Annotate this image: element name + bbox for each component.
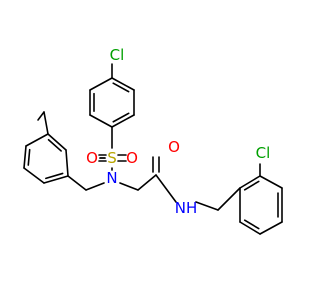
bond-3 xyxy=(89,114,113,128)
bond-2 xyxy=(111,114,135,128)
sulfur-atom: S xyxy=(107,149,117,167)
bond-41 xyxy=(239,221,261,235)
bond-28 xyxy=(47,138,62,152)
sulfonyl-oxygen-left: O xyxy=(86,149,98,167)
atom-label-layer: Cl S O O N O NH Cl xyxy=(86,46,270,217)
bond-32 xyxy=(137,174,157,191)
bond-26 xyxy=(45,172,64,180)
carbonyl-oxygen: O xyxy=(168,138,180,156)
bond-25 xyxy=(65,149,69,177)
bond-18 xyxy=(85,182,105,191)
chemical-structure: Cl S O O N O NH Cl xyxy=(23,46,283,235)
bond-36 xyxy=(195,201,219,211)
bond-layer xyxy=(23,63,283,235)
chlorine-atom-right: Cl xyxy=(256,144,271,162)
bond-21 xyxy=(23,167,45,184)
bond-40 xyxy=(259,221,283,235)
amide-nh: NH xyxy=(175,199,198,217)
bond-23 xyxy=(25,133,49,147)
bond-31 xyxy=(119,182,139,191)
bond-37 xyxy=(239,175,261,189)
bond-46 xyxy=(217,187,241,211)
bond-22 xyxy=(23,145,27,169)
sulfonyl-oxygen-right: O xyxy=(126,149,138,167)
chlorine-atom-top: Cl xyxy=(110,46,125,64)
bond-29 xyxy=(43,111,49,135)
sulfonamide-nitrogen: N xyxy=(106,169,117,187)
bond-45 xyxy=(243,219,260,230)
bond-7 xyxy=(112,112,130,123)
bond-24 xyxy=(47,133,67,151)
bond-5 xyxy=(89,77,113,91)
bond-27 xyxy=(27,148,31,166)
bond-6 xyxy=(112,82,130,93)
bond-19 xyxy=(67,175,87,191)
bond-30 xyxy=(37,111,45,121)
bond-20 xyxy=(43,175,69,184)
bond-0 xyxy=(111,77,135,91)
bond-35 xyxy=(155,174,177,203)
bond-38 xyxy=(259,175,283,189)
bond-43 xyxy=(243,180,260,191)
